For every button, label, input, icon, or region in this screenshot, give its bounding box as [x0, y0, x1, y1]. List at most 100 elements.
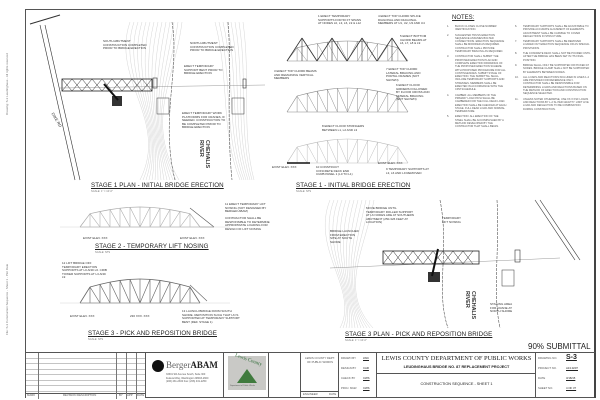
contour	[218, 21, 243, 181]
notes-column: 1.BLOCK CLOSES CLOSE NUMBER IDENTIFICATI…	[447, 25, 507, 129]
diagonal-member	[377, 45, 389, 62]
diagonal-member	[367, 91, 378, 113]
note-text: ALL LOADS AND REACTIONS INCLUDED IN LINE…	[523, 75, 589, 96]
note-text: UNLESS NOTED OTHERWISE, USE XX.X KSF LOA…	[523, 97, 589, 111]
diagonal-member	[306, 144, 318, 164]
scale-note: SCALE: NTS	[95, 251, 111, 254]
abutment	[242, 78, 247, 89]
note-item: 2. SUGGESTED TRUSS ERECTION SEQUENCE ASSU…	[447, 33, 507, 54]
contour	[125, 21, 149, 181]
note-number: 4.	[447, 93, 450, 97]
stage3-elev-title: STAGE 3 - PICK AND REPOSITION BRIDGE	[88, 330, 217, 337]
note-text: BRIDGE SHALL ONLY BE SUPPORTED OR PICKED…	[523, 63, 590, 74]
diagonal-member	[296, 95, 308, 113]
erected-member	[376, 37, 393, 62]
top-chord	[169, 281, 181, 285]
top-chord	[327, 139, 338, 141]
note-text: SUGGESTED TRUSS ERECTION SEQUENCE ASSUME…	[455, 33, 505, 54]
contour	[159, 21, 175, 181]
river-label: CHEHALIS RIVER	[198, 140, 210, 169]
note-text: CONTRACTOR SHALL SUBMIT THE PROPOSED ERE…	[455, 55, 506, 92]
bracing	[462, 250, 474, 265]
project-title: LEUDINGHAUS BRIDGE NO. 87 REPLACEMENT PR…	[403, 365, 510, 369]
note-item: 10. ALL LOADS AND REACTIONS INCLUDED IN L…	[515, 75, 591, 96]
diagonal-member	[347, 139, 358, 164]
work-platform	[501, 269, 515, 287]
top-chord	[327, 41, 338, 43]
bracing	[452, 250, 464, 265]
centerline	[59, 84, 266, 89]
elev-label: EXIST ELEV. XXX	[180, 236, 205, 240]
diagonal-member	[367, 43, 378, 62]
bracing	[81, 78, 93, 92]
signoff-label: DRAWN BY	[341, 356, 356, 360]
top-chord	[397, 95, 409, 113]
contour	[156, 21, 168, 181]
erected-member	[286, 37, 303, 62]
top-chord	[169, 209, 181, 212]
contour	[355, 199, 375, 329]
road-edge	[29, 14, 61, 25]
top-chord	[297, 93, 308, 97]
top-chord	[357, 41, 368, 43]
county-logo-text: Lewis County	[234, 353, 263, 368]
contour	[162, 21, 183, 181]
note-text: ERECTION: ALL ERECTION OF THE STEEL SHAL…	[455, 115, 504, 129]
note-number: 10.	[515, 75, 519, 79]
elev-label: 230 XXX. XXX	[130, 314, 150, 318]
work-platform	[156, 97, 170, 115]
top-chord	[397, 146, 409, 164]
info-label: PROJECT NO.	[538, 366, 557, 370]
top-chord	[99, 281, 111, 285]
callout: 7 ERECT TOP CHORD LATERAL BRACING AND PO…	[386, 67, 421, 82]
contour	[325, 199, 345, 329]
county-logo-block: Lewis County Department of Public Works	[223, 352, 268, 398]
road-edge	[39, 24, 76, 181]
lift-nosing	[189, 207, 215, 228]
diagonal-member	[347, 88, 358, 113]
note-item: 11.UNLESS NOTED OTHERWISE, USE XX.X KSF …	[515, 97, 591, 111]
owner-block: LEWIS COUNTY DEPT. OF PUBLIC WORKS ENGIN…	[300, 352, 339, 398]
note-number: 5.	[447, 115, 450, 119]
top-chord	[297, 144, 308, 148]
scale-note: SCALE: NTS	[296, 190, 312, 193]
top-chord	[189, 213, 201, 228]
diagonal-member	[377, 93, 389, 113]
note-number: 3.	[447, 55, 450, 59]
callout: 11 ERECT TEMPORARY LIFT NOSING (NOT DESI…	[225, 202, 267, 214]
bracing	[141, 78, 153, 92]
bridge-plan	[382, 250, 480, 265]
note-item: 8.THE CONCRETE DECK SHALL NOT BE POURED …	[515, 52, 591, 62]
top-chord	[377, 141, 388, 145]
top-chord	[99, 209, 111, 212]
top-chord	[149, 278, 161, 281]
signoff-label: PROJ. MGR	[341, 386, 357, 390]
top-chord	[179, 284, 191, 288]
top-chord	[119, 278, 131, 281]
diagonal-member	[109, 282, 121, 304]
firm-logo-block: BergerABAM 33301 9th Avenue South, Suite…	[145, 352, 223, 398]
elev-label: EXIST ELEV. XXX	[378, 161, 403, 165]
road-edge	[534, 199, 576, 261]
top-chord	[119, 206, 131, 209]
diagonal-member	[159, 209, 171, 228]
diagonal-member	[357, 140, 368, 164]
contour	[144, 21, 156, 181]
contour	[161, 21, 179, 181]
rev-header: APP	[127, 393, 133, 397]
title-block: LEWIS COUNTY DEPARTMENT OF PUBLIC WORKS …	[376, 352, 536, 398]
callout: 12 LIFT BRIDGE OFF TEMPORARY ERECTION SU…	[62, 261, 107, 280]
diagonal-member	[99, 211, 111, 228]
info-label: DRAWING NO.	[538, 356, 558, 360]
tree-icon	[237, 369, 257, 383]
note-number: 2.	[447, 33, 450, 37]
top-chord	[367, 89, 378, 92]
erected-member	[301, 37, 318, 62]
top-chord	[317, 89, 328, 92]
top-chord	[377, 43, 388, 46]
road-edge	[44, 24, 81, 181]
firm-logo-icon	[152, 360, 164, 372]
notes-heading: NOTES:	[452, 15, 475, 21]
diagonal-member	[99, 284, 111, 304]
signoff-value: CWS	[363, 376, 370, 380]
